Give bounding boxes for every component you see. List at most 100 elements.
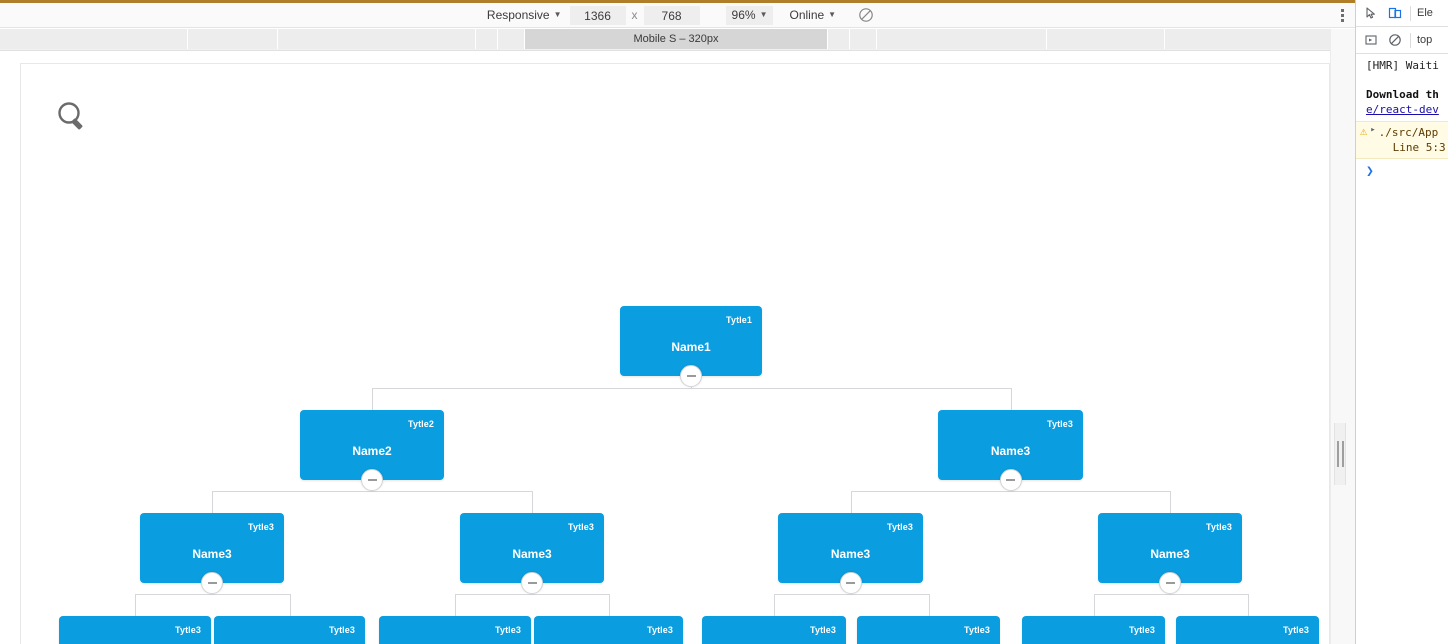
console-message-link[interactable]: e/react-dev — [1366, 103, 1439, 116]
tree-node-title: Tytle3 — [568, 522, 594, 532]
device-preset-dropdown[interactable]: Responsive ▼ — [481, 6, 568, 25]
tree-node-title: Tytle3 — [1206, 522, 1232, 532]
more-options-icon[interactable] — [1329, 3, 1355, 28]
tree-node-collapse-toggle[interactable] — [680, 365, 702, 387]
tree-node-title: Tytle3 — [647, 625, 673, 635]
tree-connector — [455, 594, 609, 595]
clear-console-icon[interactable] — [1386, 31, 1404, 49]
tree-node-collapse-toggle[interactable] — [1159, 572, 1181, 594]
console-toolbar: top — [1356, 27, 1448, 54]
panel-resize-handle[interactable] — [1334, 423, 1346, 485]
step-icon[interactable] — [1362, 31, 1380, 49]
tree-connector — [774, 594, 929, 595]
tree-node-collapse-toggle[interactable] — [999, 469, 1022, 491]
ruler-active-preset[interactable]: Mobile S – 320px — [525, 29, 828, 49]
tree-connector — [1247, 594, 1249, 616]
tab-elements[interactable]: Ele — [1417, 7, 1433, 19]
tree-connector — [372, 388, 373, 410]
console-prompt-icon[interactable]: ❯ — [1366, 164, 1374, 179]
tree-node-title: Tytle3 — [810, 625, 836, 635]
ruler-segment[interactable] — [476, 29, 498, 49]
zoom-value-label: 96% — [731, 7, 756, 22]
inspect-element-icon[interactable] — [1362, 4, 1380, 22]
ruler-segment[interactable] — [877, 29, 1047, 49]
ruler-segment[interactable] — [1165, 29, 1355, 49]
no-throttling-icon[interactable] — [858, 7, 874, 23]
tree-connector — [289, 594, 291, 616]
tree-node-title: Tytle3 — [887, 522, 913, 532]
tree-node-title: Tytle3 — [964, 625, 990, 635]
tree-node-collapse-toggle[interactable] — [839, 572, 862, 594]
tree-node-collapse-toggle[interactable] — [201, 572, 223, 594]
console-context-selector[interactable]: top — [1417, 34, 1433, 46]
device-ruler[interactable]: Mobile S – 320px — [0, 29, 1355, 51]
tree-node-title: Tytle3 — [1129, 625, 1155, 635]
chevron-down-icon: ▼ — [828, 9, 837, 19]
tree-connector — [774, 594, 775, 616]
ruler-segment[interactable] — [278, 29, 476, 49]
tree-node-title: Tytle3 — [175, 625, 201, 635]
viewport-right-gutter — [1330, 29, 1355, 644]
tree-node-collapse-toggle[interactable] — [521, 572, 543, 594]
tree-node-name: Name3 — [1150, 547, 1190, 561]
devtools-panel: Ele top [HMR] Waiti Download th — [1355, 0, 1448, 644]
ruler-segment[interactable] — [828, 29, 850, 49]
console-messages: [HMR] Waiti Download th e/react-dev ⚠ ▸ … — [1356, 54, 1448, 179]
warning-icon: ⚠ — [1360, 124, 1368, 138]
tree-connector — [1170, 491, 1171, 513]
tree-connector — [212, 491, 532, 492]
device-emulation-toolbar: Responsive ▼ 1366 x 768 96% ▼ Online ▼ — [0, 3, 1355, 28]
tree-node-name: Name3 — [192, 547, 232, 561]
magnifier-icon[interactable] — [52, 96, 92, 136]
chevron-down-icon: ▼ — [759, 9, 768, 19]
tree-node-collapse-toggle[interactable] — [361, 469, 383, 491]
viewport-height-input[interactable]: 768 — [643, 5, 700, 25]
device-toolbar-icon[interactable] — [1386, 4, 1404, 22]
tree-connector — [1093, 594, 1248, 595]
tree-connector — [532, 491, 533, 513]
console-message-hmr: [HMR] Waiti — [1366, 59, 1439, 72]
tree-connector — [850, 491, 1170, 492]
console-warning-row[interactable]: ⚠ ▸ ./src/App Line 5:3: — [1356, 121, 1448, 159]
tree-node-title: Tytle3 — [248, 522, 274, 532]
ruler-segment[interactable] — [850, 29, 877, 49]
console-warning-line: Line 5:3: — [1392, 141, 1448, 154]
expand-arrow-icon[interactable]: ▸ — [1370, 125, 1376, 135]
chevron-down-icon: ▼ — [553, 9, 562, 19]
tree-connector — [691, 387, 692, 388]
toolbar-divider — [1410, 32, 1411, 48]
tree-node-title: Tytle3 — [495, 625, 521, 635]
viewport-width-input[interactable]: 1366 — [569, 5, 626, 25]
ruler-segment[interactable] — [0, 29, 188, 49]
network-throttle-label: Online — [789, 7, 825, 22]
tree-node-title: Tytle3 — [1047, 419, 1073, 429]
viewport-left-gutter — [0, 52, 20, 644]
tree-node-name: Name1 — [671, 340, 711, 354]
tree-node-title: Tytle1 — [726, 315, 752, 325]
tree-node-name: Name3 — [990, 444, 1031, 458]
ruler-segment[interactable] — [188, 29, 278, 49]
zoom-dropdown[interactable]: 96% ▼ — [725, 5, 774, 25]
dimension-separator: x — [631, 8, 638, 22]
toolbar-divider — [1410, 5, 1411, 21]
console-warning-source: ./src/App — [1378, 126, 1439, 139]
tree-connector — [135, 594, 136, 616]
tree-node-name: Name3 — [830, 547, 871, 561]
ruler-segment[interactable] — [1047, 29, 1165, 49]
top-accent-bar — [0, 0, 1355, 3]
ruler-segment[interactable] — [498, 29, 525, 49]
network-throttle-dropdown[interactable]: Online ▼ — [783, 6, 842, 25]
